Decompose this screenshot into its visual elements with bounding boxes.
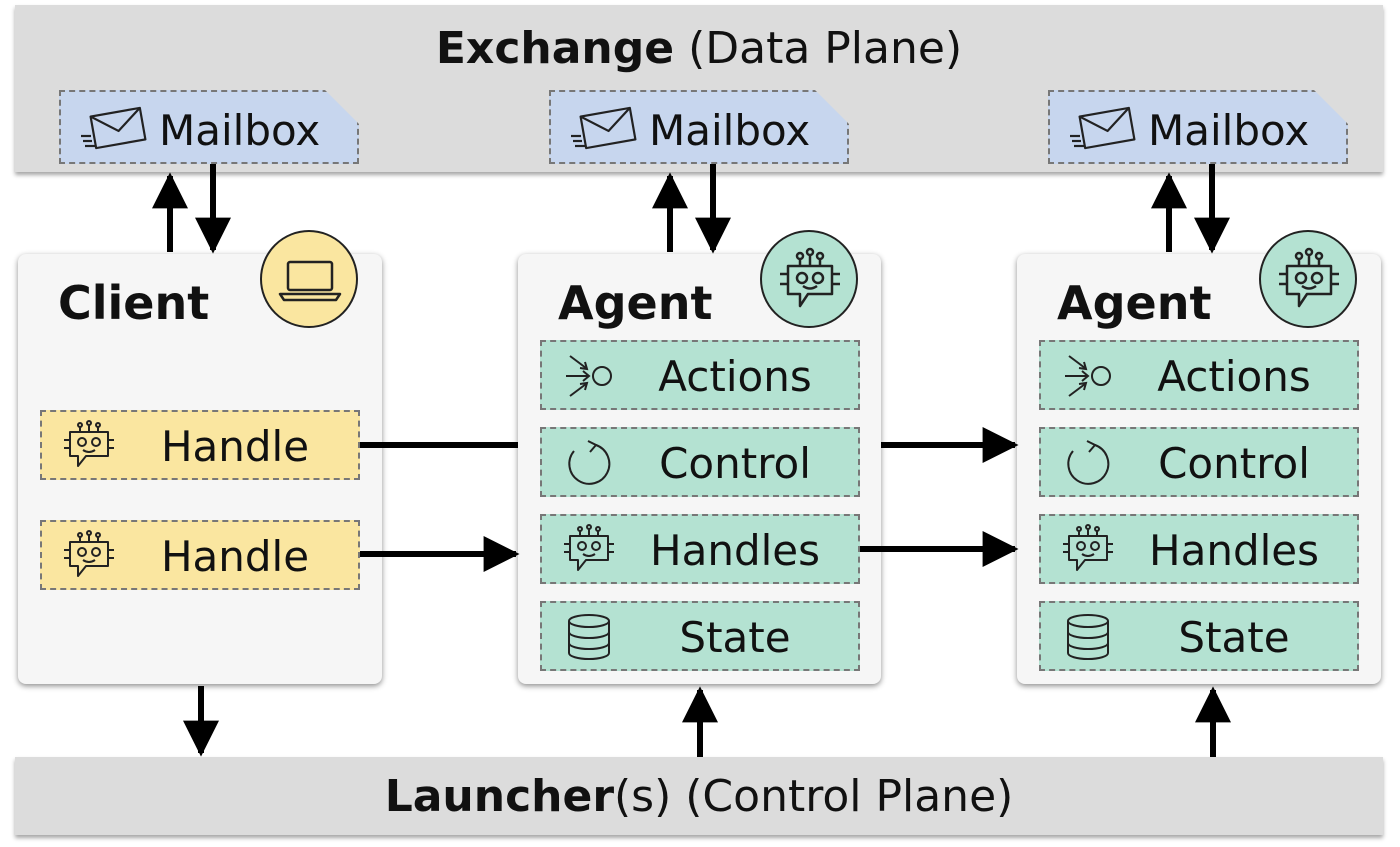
agent-card-2: Agent Actions — [1017, 230, 1381, 684]
agent1-state: State — [540, 601, 860, 671]
mail-icon — [81, 106, 147, 150]
actions-icon — [1065, 355, 1111, 397]
laptop-icon — [278, 260, 342, 302]
robot-badge — [760, 230, 858, 328]
component-label: Handles — [1149, 526, 1319, 575]
exchange-data-plane: Exchange (Data Plane) Mailbox Mailbox — [15, 5, 1383, 172]
handle-label: Handle — [160, 532, 310, 581]
agent1-handles: Handles — [540, 514, 860, 584]
agent-title: Agent — [1057, 276, 1212, 330]
mailbox-agent-2: Mailbox — [1048, 90, 1348, 164]
component-label: Control — [1158, 439, 1310, 488]
database-icon — [1067, 614, 1109, 660]
component-label: Actions — [658, 352, 812, 401]
launcher-control-plane: Launcher(s) (Control Plane) — [15, 757, 1383, 835]
component-label: Handles — [650, 526, 820, 575]
actions-icon — [566, 355, 612, 397]
handle-label: Handle — [160, 422, 310, 471]
agent-card-1: Agent Actions — [518, 230, 881, 684]
mailbox-label: Mailbox — [1148, 106, 1310, 155]
launcher-title: Launcher(s) (Control Plane) — [384, 771, 1014, 822]
client-title: Client — [58, 276, 210, 330]
robot-icon — [564, 524, 614, 571]
robot-icon — [1063, 524, 1113, 571]
agent2-handles: Handles — [1039, 514, 1359, 584]
agent2-actions: Actions — [1039, 340, 1359, 410]
agent-title: Agent — [558, 276, 713, 330]
robot-icon — [64, 420, 114, 467]
component-label: State — [1178, 613, 1290, 662]
exchange-title: Exchange (Data Plane) — [435, 23, 963, 74]
loop-icon — [568, 440, 611, 485]
mailbox-label: Mailbox — [649, 106, 811, 155]
mail-icon — [1070, 106, 1136, 150]
mailbox-agent-1: Mailbox — [549, 90, 849, 164]
component-label: Control — [659, 439, 811, 488]
robot-icon — [1279, 247, 1339, 308]
mailbox-client: Mailbox — [59, 90, 359, 164]
mailbox-label: Mailbox — [159, 106, 321, 155]
laptop-badge — [260, 230, 358, 328]
robot-badge — [1259, 230, 1357, 328]
client-card: Client Handle — [18, 230, 382, 684]
client-handle-2: Handle — [40, 520, 360, 590]
agent1-actions: Actions — [540, 340, 860, 410]
robot-icon — [64, 530, 114, 577]
component-label: State — [679, 613, 791, 662]
client-handle-1: Handle — [40, 410, 360, 480]
robot-icon — [780, 247, 840, 308]
agent2-state: State — [1039, 601, 1359, 671]
database-icon — [568, 614, 610, 660]
component-label: Actions — [1157, 352, 1311, 401]
mail-icon — [571, 106, 637, 150]
agent1-control: Control — [540, 427, 860, 497]
agent2-control: Control — [1039, 427, 1359, 497]
loop-icon — [1067, 440, 1110, 485]
